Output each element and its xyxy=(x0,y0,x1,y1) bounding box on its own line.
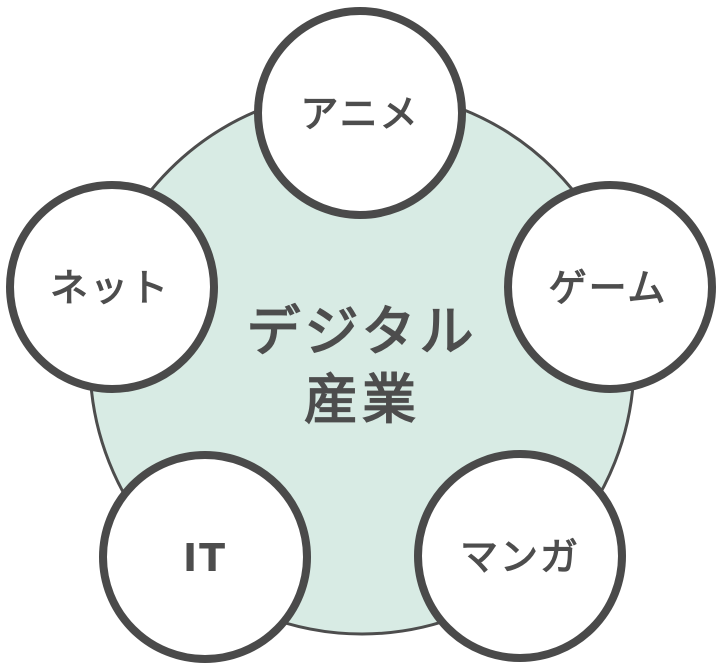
node-label: アニメ xyxy=(300,92,419,136)
center-label-line1: デジタル xyxy=(247,300,478,363)
node-label: IT xyxy=(183,536,227,580)
node-circle xyxy=(6,181,218,393)
node-net: ネット xyxy=(6,181,218,393)
node-anime: アニメ xyxy=(254,7,466,219)
center-label-line2: 産業 xyxy=(304,368,420,431)
node-circle xyxy=(414,450,626,662)
node-label: ゲーム xyxy=(549,266,668,310)
node-label: マンガ xyxy=(460,535,580,579)
node-circle xyxy=(504,181,716,393)
node-circle xyxy=(99,451,311,663)
node-label: ネット xyxy=(50,266,170,310)
node-manga: マンガ xyxy=(414,450,626,662)
node-it: IT xyxy=(99,451,311,663)
node-game: ゲーム xyxy=(504,181,716,393)
node-circle xyxy=(254,7,466,219)
